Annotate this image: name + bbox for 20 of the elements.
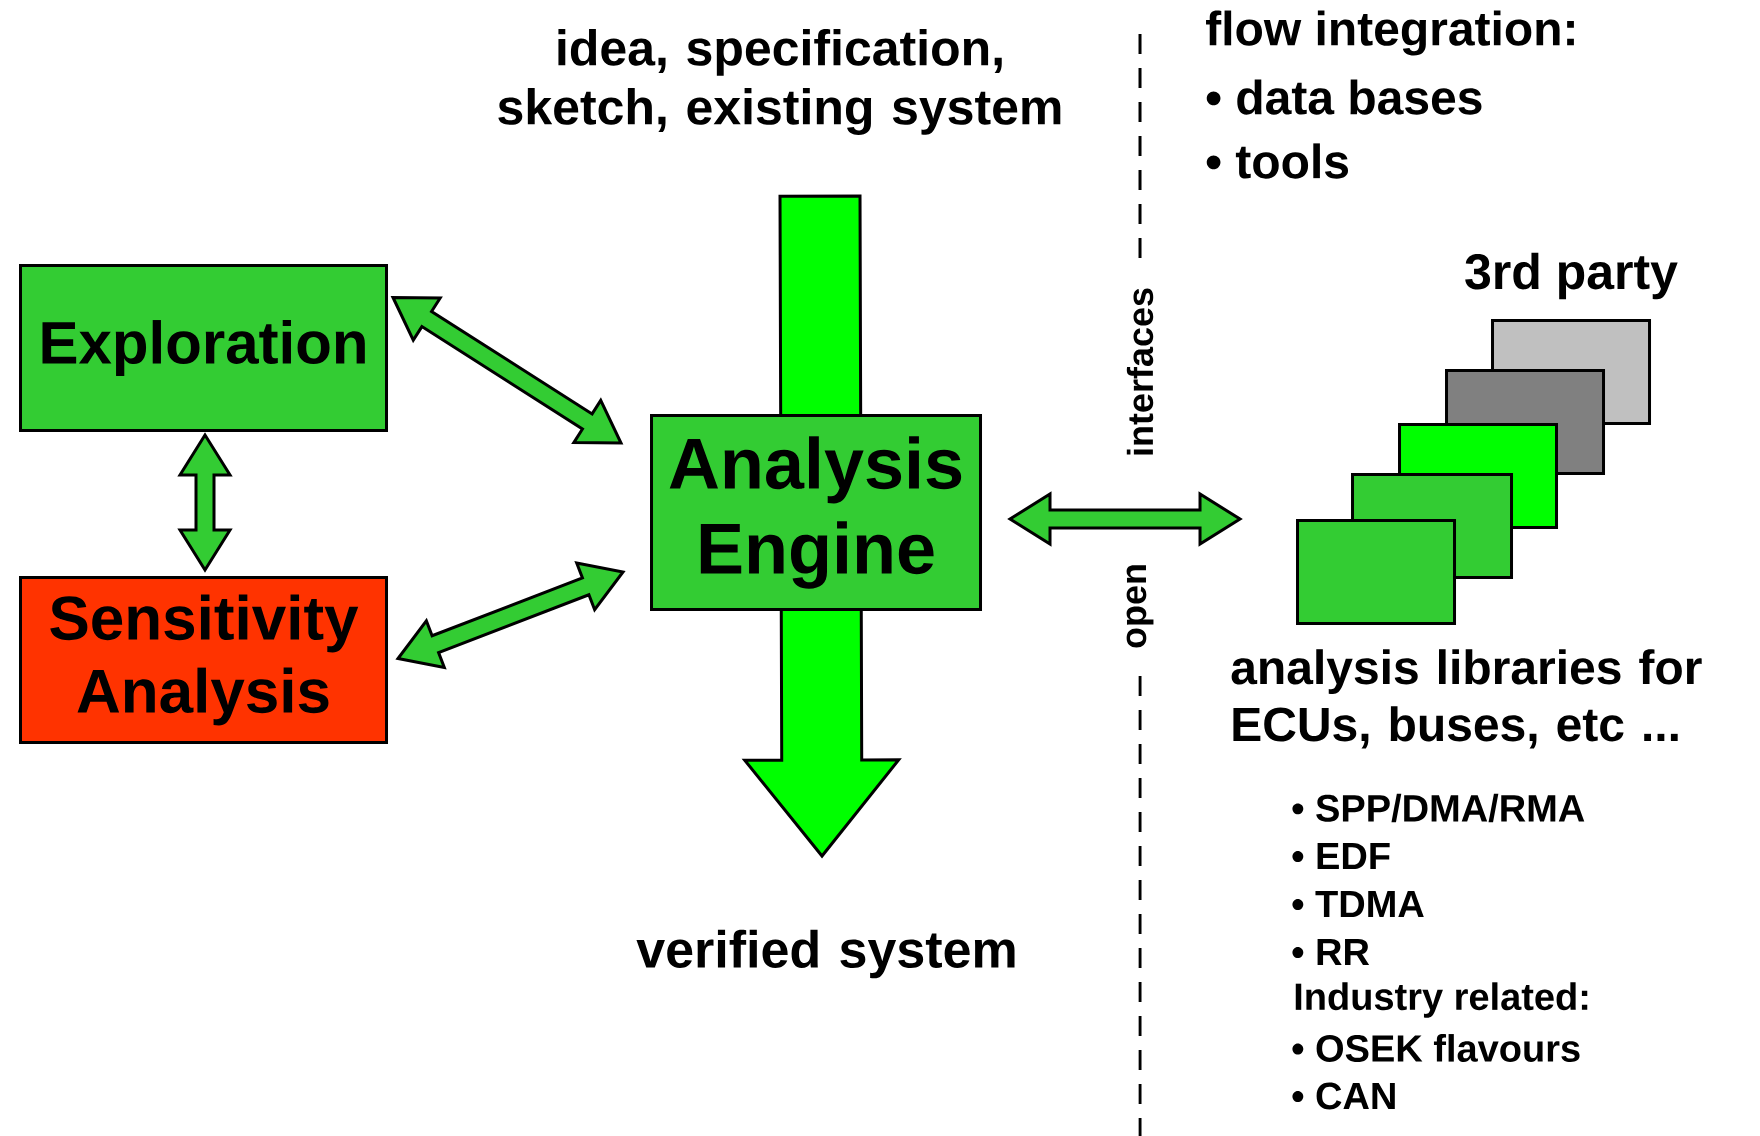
rotated-label: open	[1126, 565, 1154, 648]
list-item: • CAN	[1292, 1082, 1395, 1110]
list-item: • RR	[1292, 938, 1370, 966]
caption-text: 3rd party	[1465, 252, 1678, 300]
caption-text: analysis libraries for ECUs, buses, etc ...	[1231, 649, 1702, 749]
list-item: • data bases	[1206, 79, 1482, 115]
process-box: Analysis Engine	[650, 414, 982, 611]
process-box: Sensitivity Analysis	[19, 576, 388, 744]
heading-text: flow integration:	[1206, 10, 1574, 56]
list-item: • tools	[1206, 143, 1349, 179]
process-box: Exploration	[19, 264, 388, 432]
list-item: • OSEK flavours	[1292, 1034, 1580, 1062]
library-box	[1296, 519, 1456, 625]
subheading-text: Industry related:	[1295, 982, 1588, 1018]
list-item: • SPP/DMA/RMA	[1292, 793, 1585, 823]
list-item: • EDF	[1292, 842, 1390, 870]
input-text: idea, specification, sketch, existing system	[498, 29, 1061, 135]
list-item: • TDMA	[1292, 890, 1424, 918]
rotated-label: interfaces	[1126, 288, 1154, 455]
output-text: verified system	[636, 929, 1015, 979]
